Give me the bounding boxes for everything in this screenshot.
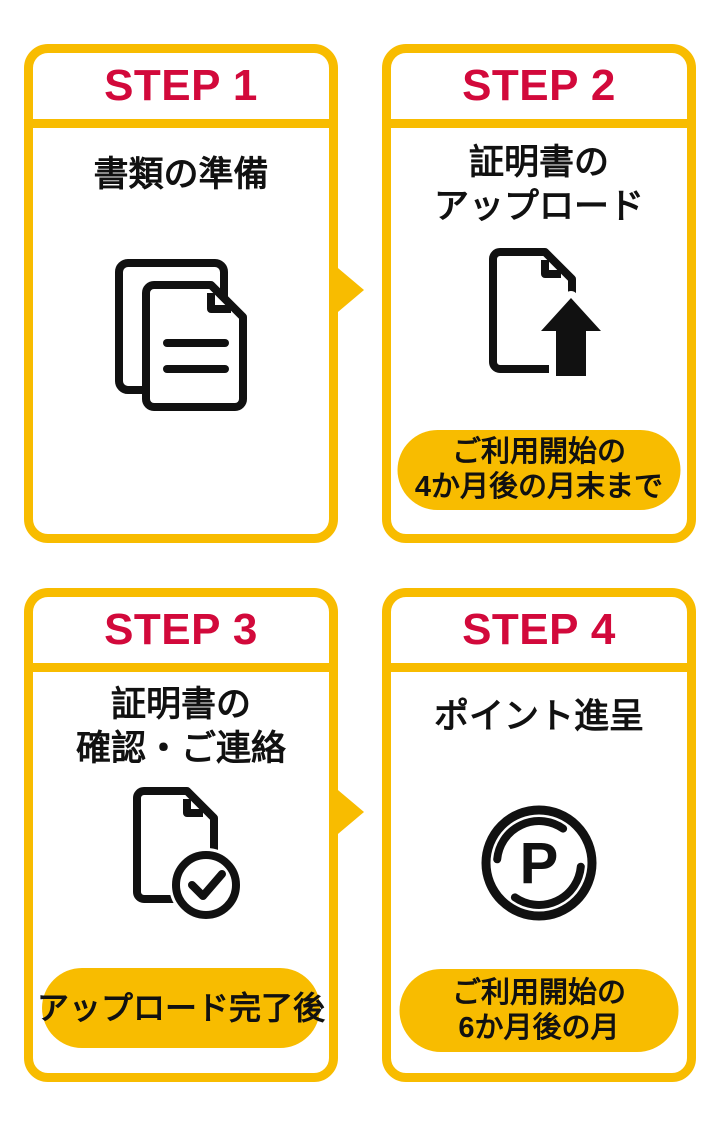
step-1-label: STEP 1 xyxy=(104,61,258,110)
flow-arrow-right-icon xyxy=(332,263,364,317)
step-2-title: 証明書の アップロード xyxy=(433,143,644,226)
step-3-label: STEP 3 xyxy=(104,605,258,654)
step-1-title: 書類の準備 xyxy=(93,155,269,194)
step-3-header: STEP 3 xyxy=(33,597,329,672)
step-4-timing-badge: ご利用開始の 6か月後の月 xyxy=(399,969,679,1052)
point-circle-icon: P xyxy=(477,801,601,925)
point-letter: P xyxy=(520,831,559,896)
document-check-icon xyxy=(128,783,244,925)
documents-icon xyxy=(115,259,249,413)
step-1-card: STEP 1 書類の準備 xyxy=(24,44,338,543)
step-4-title: ポイント進呈 xyxy=(433,697,644,736)
step-3-card: STEP 3 証明書の 確認・ご連絡 アップロード完了後 xyxy=(24,588,338,1082)
step-4-header: STEP 4 xyxy=(391,597,687,672)
step-3-timing-badge: アップロード完了後 xyxy=(37,968,325,1048)
document-upload-icon xyxy=(483,244,603,379)
flow-arrow-right-icon xyxy=(332,785,364,839)
step-2-label: STEP 2 xyxy=(462,61,616,110)
step-4-label: STEP 4 xyxy=(462,605,616,654)
step-2-card: STEP 2 証明書の アップロード ご利用開始の 4か月後の月末まで xyxy=(382,44,696,543)
step-2-deadline-badge: ご利用開始の 4か月後の月末まで xyxy=(397,430,681,510)
step-2-header: STEP 2 xyxy=(391,53,687,128)
step-3-title: 証明書の 確認・ご連絡 xyxy=(75,685,286,768)
step-4-card: STEP 4 ポイント進呈 P ご利用開始の 6か月後の月 xyxy=(382,588,696,1082)
step-1-header: STEP 1 xyxy=(33,53,329,128)
